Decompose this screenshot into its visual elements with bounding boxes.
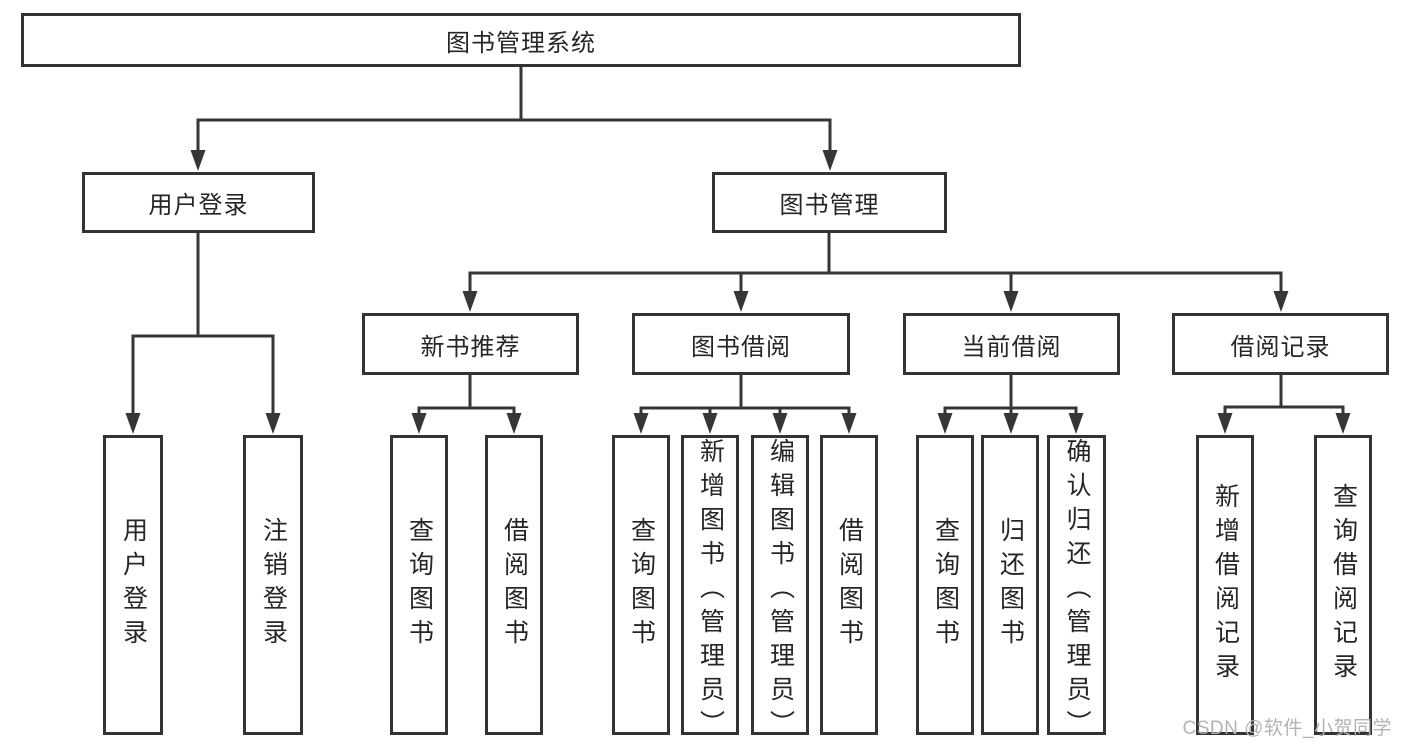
leaf-query-books-current: 查询图书 xyxy=(916,435,974,735)
node-user-login: 用户登录 xyxy=(82,172,315,233)
node-borrowing-records: 借阅记录 xyxy=(1172,313,1389,375)
leaf-query-books-borrowing: 查询图书 xyxy=(612,435,670,735)
leaf-edit-books-admin: 编辑图书（管理员） xyxy=(751,435,809,744)
leaf-add-books-admin: 新增图书（管理员） xyxy=(681,435,739,744)
node-library-management-system: 图书管理系统 xyxy=(21,13,1021,67)
leaf-borrow-books-borrowing: 借阅图书 xyxy=(820,435,878,735)
node-current-borrowing: 当前借阅 xyxy=(903,313,1120,375)
node-book-management: 图书管理 xyxy=(712,172,947,233)
node-new-book-recommendation: 新书推荐 xyxy=(362,313,579,375)
leaf-query-books-recommend: 查询图书 xyxy=(390,435,448,735)
leaf-logout: 注销登录 xyxy=(243,435,303,735)
leaf-confirm-return-admin: 确认归还（管理员） xyxy=(1047,435,1106,744)
node-book-borrowing: 图书借阅 xyxy=(632,313,850,375)
leaf-user-login: 用户登录 xyxy=(103,435,163,735)
leaf-query-borrow-record: 查询借阅记录 xyxy=(1314,435,1372,735)
leaf-borrow-books-recommend: 借阅图书 xyxy=(485,435,543,735)
leaf-return-books: 归还图书 xyxy=(981,435,1039,735)
csdn-watermark: CSDN @软件_小贺同学 xyxy=(1182,718,1392,739)
leaf-add-borrow-record: 新增借阅记录 xyxy=(1196,435,1254,735)
